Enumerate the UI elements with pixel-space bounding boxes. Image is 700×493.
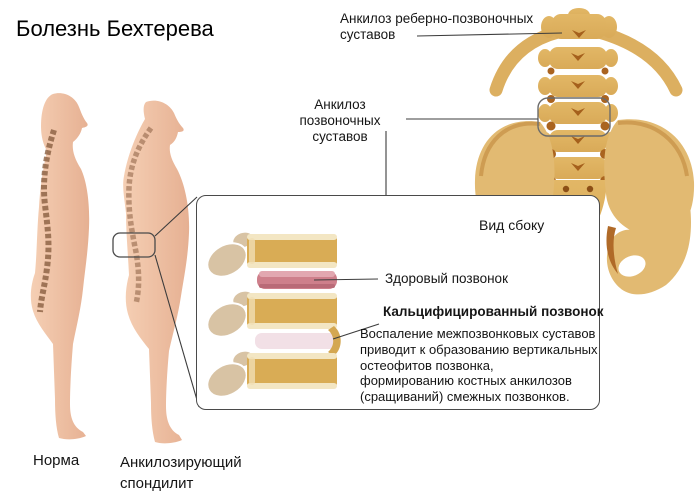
label-vertebral-ankylosis: Анкилоз позвоночных суставов xyxy=(299,97,381,144)
caption-normal: Норма xyxy=(33,452,80,469)
label-costovertebral-ankylosis: Анкилоз реберно-позвоночных суставов xyxy=(340,11,534,42)
normal-figure-illustration xyxy=(30,93,90,440)
vertebrae-illustration xyxy=(206,230,380,398)
panel-view-label: Вид сбоку xyxy=(479,217,545,233)
panel-description: Воспаление межпозвонковых суставов приво… xyxy=(360,326,598,405)
callout-line-top xyxy=(154,196,198,237)
calcified-disc-illustration xyxy=(255,333,339,349)
spine-highlight-rect xyxy=(537,97,611,137)
vertebra-1-illustration xyxy=(206,230,337,278)
leader-lines xyxy=(154,32,563,408)
vertebra-3-illustration xyxy=(206,349,337,398)
vertebra-2-illustration xyxy=(206,289,337,338)
normal-spine-illustration xyxy=(37,129,57,313)
caption-spondylitis: Анкилозирующий спондилит xyxy=(120,454,242,492)
side-view-panel: Вид сбоку Здоровый позвонок Кальцифициро… xyxy=(196,195,604,410)
calcified-leader-line xyxy=(332,323,380,340)
pelvis-right-wing-illustration xyxy=(604,119,695,237)
panel-leader-lines xyxy=(313,278,380,340)
label-healthy-vertebra: Здоровый позвонок xyxy=(385,271,508,286)
figure-highlight-rect xyxy=(112,232,156,258)
spondylitis-spine-illustration xyxy=(126,126,154,305)
costovertebral-leader-line xyxy=(416,32,563,37)
osteophyte-illustration xyxy=(328,326,341,356)
healthy-disc-illustration xyxy=(257,271,337,289)
callout-line-bottom xyxy=(154,254,200,408)
label-calcified-vertebra: Кальцифицированный позвонок xyxy=(383,304,604,319)
page-title: Болезнь Бехтерева xyxy=(16,16,214,41)
healthy-leader-line xyxy=(313,278,379,281)
spondylitis-figure-illustration xyxy=(123,100,190,444)
